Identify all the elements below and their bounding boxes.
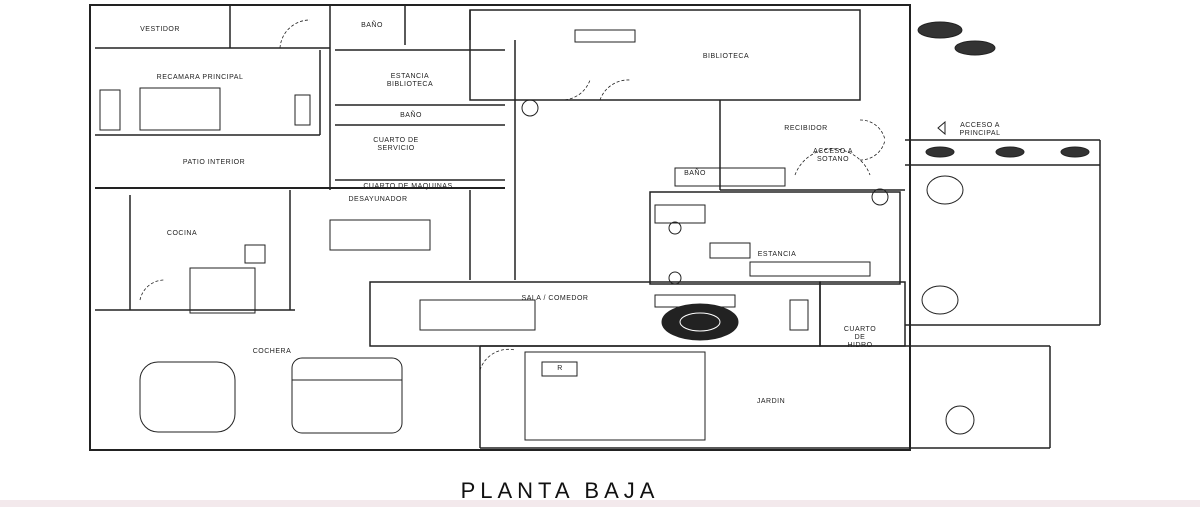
room-label-jardin: JARDIN bbox=[756, 398, 786, 405]
furniture bbox=[99, 29, 889, 434]
r-mark: R bbox=[557, 365, 563, 372]
room-label-sala-comedor: SALA / COMEDOR bbox=[521, 295, 589, 302]
room-label-cocina: COCINA bbox=[166, 230, 198, 237]
room-label-bano: BAÑO bbox=[361, 22, 383, 29]
room-label-vestidor: VESTIDOR bbox=[140, 26, 180, 33]
label-line: HIDRO bbox=[847, 342, 873, 349]
label-line: CUARTO bbox=[843, 326, 877, 333]
room-label-patio: PATIO INTERIOR bbox=[182, 159, 246, 166]
room-label-desayunador: DESAYUNADOR bbox=[348, 196, 408, 203]
room-label-bano-servicio: BAÑO bbox=[400, 112, 422, 119]
label-line: DE bbox=[854, 334, 866, 341]
label-line: ACCESO A bbox=[813, 148, 853, 155]
arrow-icon bbox=[937, 120, 946, 136]
label-line: PRINCIPAL bbox=[959, 130, 1001, 137]
bottom-strip bbox=[0, 500, 1200, 507]
label-line: ESTANCIA bbox=[390, 73, 430, 80]
door-swings bbox=[139, 19, 886, 371]
label-line: SOTANO bbox=[816, 156, 850, 163]
walls bbox=[89, 4, 1101, 451]
room-label-bano-estancia: BAÑO bbox=[684, 170, 706, 177]
room-label-recibidor: RECIBIDOR bbox=[784, 125, 828, 132]
room-label-biblioteca: BIBLIOTECA bbox=[702, 53, 750, 60]
room-label-cochera: COCHERA bbox=[252, 348, 292, 355]
label-line: BIBLIOTECA bbox=[386, 81, 434, 88]
plan-title: PLANTA BAJA bbox=[460, 478, 660, 503]
room-label-recamara: RECAMARA PRINCIPAL bbox=[156, 74, 244, 81]
label-line: ACCESO A bbox=[960, 122, 1000, 129]
plants bbox=[917, 21, 1090, 435]
room-label-maquinas: CUARTO DE MAQUINAS bbox=[363, 183, 453, 190]
room-label-estancia: ESTANCIA bbox=[757, 251, 797, 258]
label-line: CUARTO DE bbox=[373, 137, 419, 144]
label-line: SERVICIO bbox=[377, 145, 415, 152]
